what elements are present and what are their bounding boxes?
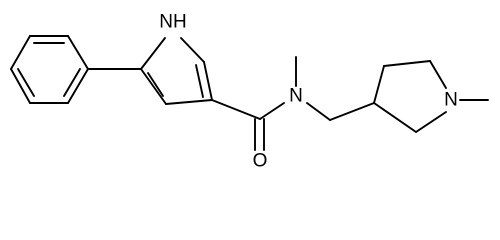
pyrrolidine-nitrogen-label: N (444, 90, 458, 111)
pyrrole-nh-label: NH (159, 12, 186, 33)
amide-group (211, 99, 285, 151)
phenyl-ring (10, 35, 89, 104)
pyrrole-ring (140, 37, 213, 105)
methylene-bonds (306, 102, 331, 121)
carbonyl-oxygen-label: O (253, 151, 268, 172)
chemical-structure: NH N O N (10, 12, 489, 172)
pyrrolidine-ring (373, 60, 447, 133)
amide-nitrogen-label: N (289, 86, 303, 107)
